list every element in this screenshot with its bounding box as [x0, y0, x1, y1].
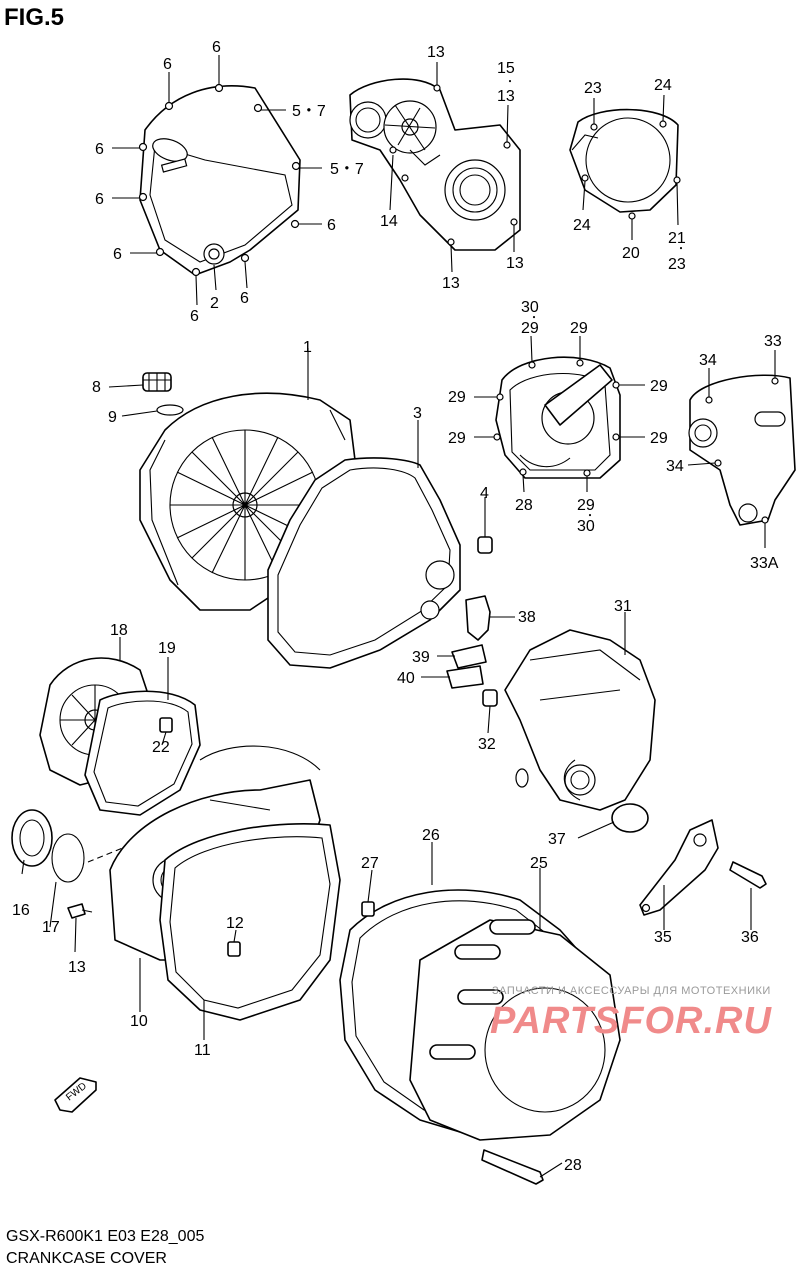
crankcase-gasket-drawing — [267, 457, 498, 707]
watermark-tagline: ЗАПЧАСТИ И АКСЕССУАРЫ ДЛЯ МОТОТЕХНИКИ — [492, 985, 771, 997]
callout-26: 26 — [422, 827, 440, 844]
callout-5-7: 5・7 — [292, 103, 326, 120]
callout-32: 32 — [478, 736, 496, 753]
bottom-cover-drawing — [339, 889, 621, 1185]
callout-29: 29 — [650, 378, 668, 395]
fwd-arrow: FWD — [54, 1077, 97, 1113]
callout-13: 13 — [68, 959, 86, 976]
bracket-drawing — [639, 819, 767, 916]
callout-5-7: 5・7 — [330, 161, 364, 178]
left-cover-stack-drawing — [11, 657, 341, 1021]
callout-13: 13 — [497, 88, 515, 105]
callout-6: 6 — [163, 56, 172, 73]
callout-23: 23 — [668, 256, 686, 273]
callout-29: 29 — [448, 430, 466, 447]
callout-23: 23 — [584, 80, 602, 97]
callout-30: 30 — [577, 518, 595, 535]
callout-38: 38 — [518, 609, 536, 626]
callout-31: 31 — [614, 598, 632, 615]
callout-11: 11 — [194, 1042, 211, 1059]
callout-29: 29 — [521, 320, 539, 337]
callout-24: 24 — [573, 217, 591, 234]
callout-19: 19 — [158, 640, 176, 657]
callout-12: 12 — [226, 915, 244, 932]
callout-4: 4 — [480, 485, 489, 502]
figure-title: FIG.5 — [4, 4, 65, 31]
diagram-description: CRANKCASE COVER — [6, 1250, 167, 1267]
callout-13: 13 — [427, 44, 445, 61]
callout-6: 6 — [95, 141, 104, 158]
callout-29: 29 — [570, 320, 588, 337]
callout-10: 10 — [130, 1013, 148, 1030]
callout-22: 22 — [152, 739, 170, 756]
callout-28: 28 — [515, 497, 533, 514]
callout-36: 36 — [741, 929, 759, 946]
watermark-logo: PARTSFOR.RU — [490, 1000, 772, 1042]
callout-13: 13 — [442, 275, 460, 292]
callout-6: 6 — [212, 39, 221, 56]
callout-6: 6 — [240, 290, 249, 307]
callout-separator: ・ — [505, 77, 515, 88]
callout-20: 20 — [622, 245, 640, 262]
generator-cover-drawing — [349, 78, 521, 251]
cover-plate-drawing — [688, 374, 796, 526]
callout-15: 15 — [497, 60, 515, 77]
callout-33a: 33A — [750, 555, 779, 572]
callout-labels: 6 6 5・7 6 5・7 6 6 6 6 2 6 6 13 15 ・ 13 1… — [12, 39, 782, 1174]
callout-6: 6 — [113, 246, 122, 263]
callout-separator: ・ — [676, 244, 686, 255]
diagram-code: GSX-R600K1 E03 E28_005 — [6, 1228, 205, 1245]
callout-37: 37 — [548, 831, 566, 848]
callout-3: 3 — [413, 405, 422, 422]
callout-9: 9 — [108, 409, 117, 426]
starter-cover-drawing — [493, 356, 621, 479]
callout-2: 2 — [210, 295, 219, 312]
callout-24: 24 — [654, 77, 672, 94]
callout-separator: ・ — [529, 313, 539, 324]
callout-34: 34 — [666, 458, 684, 475]
callout-17: 17 — [42, 919, 60, 936]
callout-25: 25 — [530, 855, 548, 872]
callout-18: 18 — [110, 622, 128, 639]
clutch-cover-drawing — [138, 83, 301, 277]
callout-6: 6 — [190, 308, 199, 325]
callout-40: 40 — [397, 670, 415, 687]
callout-27: 27 — [361, 855, 379, 872]
callout-13: 13 — [506, 255, 524, 272]
small-cover-drawing — [569, 108, 681, 220]
callout-6: 6 — [327, 217, 336, 234]
callout-34: 34 — [699, 352, 717, 369]
pump-case-drawing — [504, 629, 656, 833]
crankcase-cover-drawing — [139, 372, 356, 611]
callout-33: 33 — [764, 333, 782, 350]
callout-28: 28 — [564, 1157, 582, 1174]
callout-29: 29 — [448, 389, 466, 406]
leader-lines — [21, 55, 776, 1178]
callout-29: 29 — [650, 430, 668, 447]
callout-39: 39 — [412, 649, 430, 666]
callout-29: 29 — [577, 497, 595, 514]
callout-21: 21 — [668, 230, 686, 247]
callout-8: 8 — [92, 379, 101, 396]
callout-1: 1 — [303, 339, 312, 356]
callout-6: 6 — [95, 191, 104, 208]
callout-30: 30 — [521, 299, 539, 316]
callout-separator: ・ — [585, 511, 595, 522]
callout-14: 14 — [380, 213, 398, 230]
callout-35: 35 — [654, 929, 672, 946]
callout-16: 16 — [12, 902, 30, 919]
